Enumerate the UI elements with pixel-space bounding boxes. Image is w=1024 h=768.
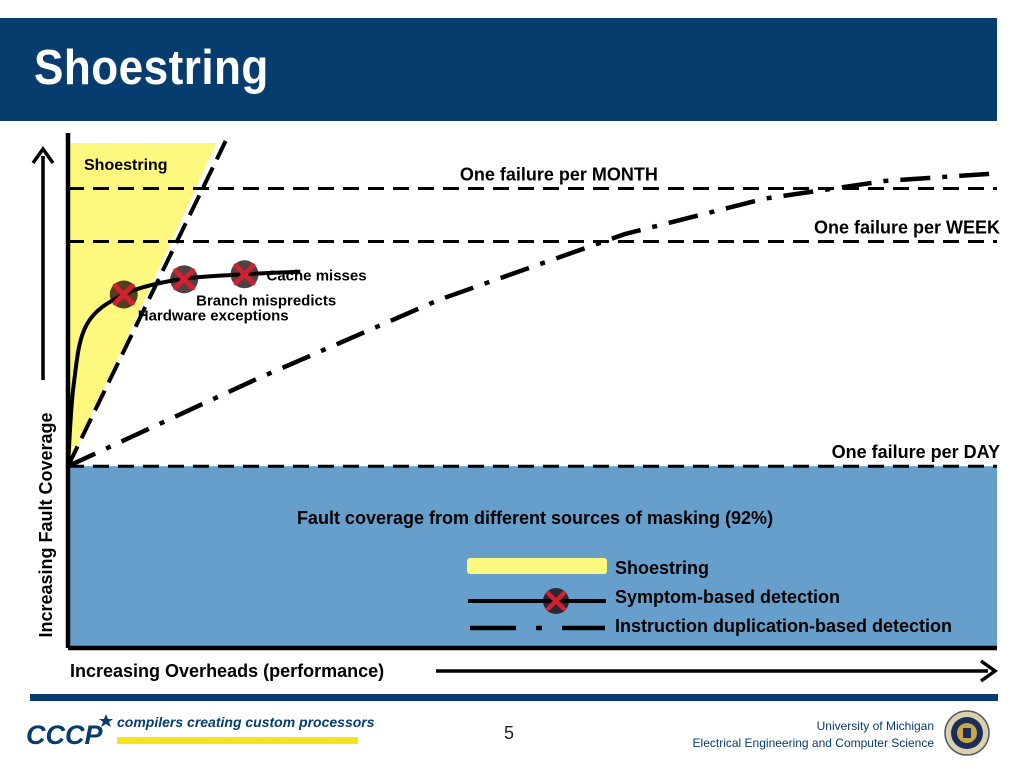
up-arrow-icon: [31, 145, 55, 165]
chart-axes: [31, 133, 999, 683]
tagline-underline: [117, 737, 358, 744]
legend-label: Shoestring: [615, 558, 709, 578]
shoestring-region-label: Shoestring: [84, 157, 168, 174]
title-bar: [0, 18, 997, 121]
shoestring-region: [68, 143, 217, 467]
cccp-logo: CCCP: [26, 714, 113, 750]
tagline: compilers creating custom processors: [117, 714, 375, 730]
legend-label: Symptom-based detection: [615, 587, 840, 607]
legend-marker-x-icon: [543, 588, 569, 614]
marker-label: Hardware exceptions: [138, 308, 289, 325]
chart-markers: [109, 260, 259, 309]
university-seal-icon: [944, 710, 990, 756]
baseline-label: Fault coverage from different sources of…: [297, 508, 773, 528]
chart-labels: One failure per MONTH One failure per WEE…: [36, 157, 1000, 681]
marker-label: Cache misses: [267, 267, 367, 284]
symptom-marker-x-icon: [109, 280, 138, 309]
marker-label: Branch mispredicts: [196, 292, 336, 309]
slide-title: Shoestring: [34, 41, 269, 95]
legend-shoestring-swatch: [467, 558, 607, 574]
symptom-marker-x-icon: [170, 265, 199, 294]
page-number: 5: [504, 723, 515, 743]
legend-label: Instruction duplication-based detection: [615, 616, 952, 636]
affiliation-university: University of Michigan: [816, 719, 934, 733]
logo-text: CCCP: [26, 720, 103, 750]
reference-line-label: One failure per DAY: [832, 442, 1000, 462]
affiliation-department: Electrical Engineering and Computer Scie…: [692, 736, 934, 750]
reference-line-label: One failure per WEEK: [814, 217, 1000, 237]
masking-region: [68, 466, 997, 648]
footer-rule: [30, 694, 998, 701]
reference-line-label: One failure per MONTH: [460, 164, 658, 184]
star-icon: [99, 714, 113, 727]
right-arrow-icon: [979, 659, 999, 683]
chart-regions: [68, 143, 997, 648]
x-axis-label: Increasing Overheads (performance): [70, 661, 384, 681]
symptom-marker-x-icon: [230, 260, 259, 289]
instruction-duplication-series: [67, 171, 998, 469]
reference-lines: [68, 186, 997, 468]
y-axis-label: Increasing Fault Coverage: [36, 412, 56, 637]
